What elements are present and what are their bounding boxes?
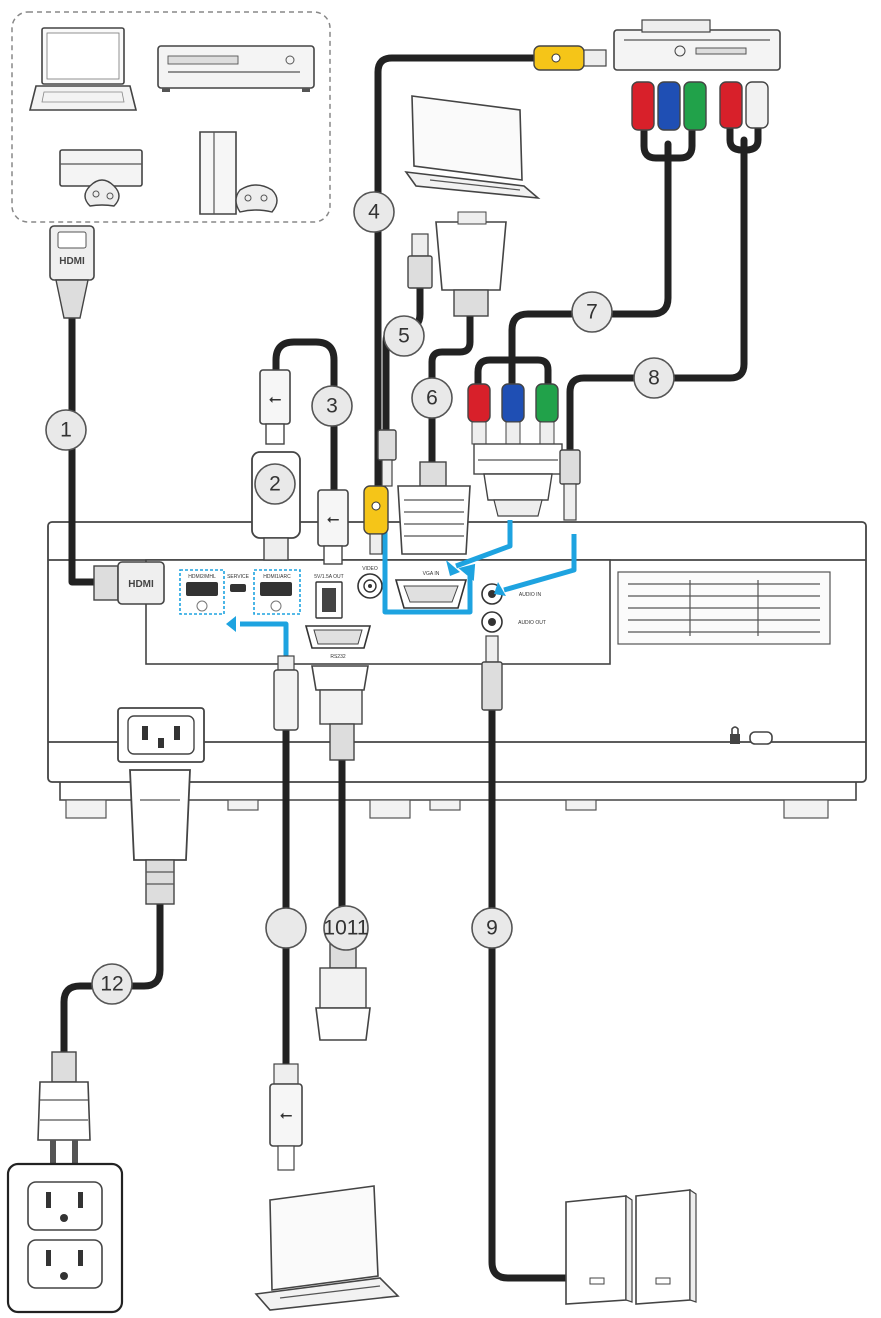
svg-text:4: 4 bbox=[368, 201, 380, 224]
hdmi-plug-front-text: HDMI bbox=[128, 579, 154, 590]
usb-connector: ⭠ bbox=[269, 1063, 303, 1171]
svg-text:2: 2 bbox=[269, 473, 281, 496]
svg-text:9: 9 bbox=[486, 917, 498, 940]
lock-icon bbox=[730, 726, 773, 745]
vga-in-port: VGA IN bbox=[394, 571, 468, 609]
audio-in-label: AUDIO IN bbox=[519, 592, 542, 598]
audio-out-label: AUDIO OUT bbox=[518, 620, 546, 626]
power-inlet bbox=[117, 707, 205, 763]
audio-jack-plug bbox=[377, 233, 433, 487]
power-outlet-icon bbox=[6, 1162, 124, 1314]
hdmi2-label: HDMI2/MHL bbox=[188, 574, 216, 580]
connection-arrows bbox=[226, 520, 577, 658]
hdmi1-label: HDMI1/ARC bbox=[263, 574, 291, 580]
dvd-player-icon bbox=[613, 19, 781, 71]
audio-in-port: AUDIO IN bbox=[481, 583, 542, 605]
composite-plug bbox=[533, 45, 607, 71]
game-console-icon bbox=[199, 131, 278, 215]
svg-text:6: 6 bbox=[426, 387, 438, 410]
hdmi-connector: HDMI bbox=[93, 561, 165, 605]
rs232-label: RS232 bbox=[330, 654, 346, 660]
svg-text:1011: 1011 bbox=[323, 917, 368, 940]
audio-jack-plug bbox=[559, 449, 581, 521]
badge-8: 8 bbox=[633, 357, 675, 399]
usb-connector: ⭠ bbox=[259, 369, 291, 445]
svg-text:5: 5 bbox=[398, 325, 410, 348]
projector-feet bbox=[65, 799, 829, 819]
audio-jack-plug bbox=[481, 635, 503, 711]
rs232-port: RS232 bbox=[304, 625, 372, 660]
usb-out-port: 5V/1.5A OUT bbox=[314, 574, 344, 619]
power-plug bbox=[129, 769, 191, 905]
connectors: HDMI HDMI ⭠ ⭠ bbox=[37, 19, 781, 1171]
vga-in-label: VGA IN bbox=[423, 571, 440, 577]
port-panel: HDMI2/MHL SERVICE HDMI1/ARC 5V/1.5A OUT … bbox=[117, 566, 546, 763]
audio-out-port: AUDIO OUT bbox=[481, 611, 546, 633]
usb-out-label: 5V/1.5A OUT bbox=[314, 574, 343, 580]
laptop-icon bbox=[404, 95, 541, 200]
badge-4: 4 bbox=[353, 191, 395, 233]
laptop-icon bbox=[254, 1185, 400, 1311]
video-port: VIDEO bbox=[357, 566, 383, 599]
component-rca-plugs bbox=[631, 81, 769, 131]
service-port: SERVICE bbox=[227, 574, 250, 592]
badge-blank bbox=[265, 907, 307, 949]
hdmi-connector: HDMI bbox=[49, 225, 95, 319]
badge-6: 6 bbox=[411, 377, 453, 419]
badge-3: 3 bbox=[311, 385, 353, 427]
laptop-icon bbox=[28, 27, 138, 111]
badge-12: 12 bbox=[91, 963, 133, 1005]
rs232-connector bbox=[315, 931, 371, 1041]
svg-text:7: 7 bbox=[586, 301, 598, 324]
vent-grille bbox=[617, 571, 831, 645]
hdmi1-port: HDMI1/ARC bbox=[253, 569, 301, 615]
badge-10-11: 1011 bbox=[323, 905, 369, 951]
hdmi2-port: HDMI2/MHL bbox=[179, 569, 225, 615]
svg-text:1: 1 bbox=[60, 419, 72, 442]
number-badges: 1 2 3 4 5 6 7 8 bbox=[45, 191, 675, 1005]
vga-connector bbox=[435, 211, 507, 317]
video-label: VIDEO bbox=[362, 566, 378, 572]
composite-plug bbox=[363, 485, 389, 555]
power-plug bbox=[37, 1051, 91, 1166]
dvd-player-icon bbox=[157, 45, 315, 92]
speaker-icon bbox=[565, 1188, 697, 1305]
badge-7: 7 bbox=[571, 291, 613, 333]
usb-symbol-icon: ⭠ bbox=[269, 389, 282, 408]
usb-connector bbox=[273, 655, 299, 731]
svg-text:12: 12 bbox=[100, 973, 123, 996]
usb-symbol-icon: ⭠ bbox=[327, 509, 340, 528]
usb-symbol-icon: ⭠ bbox=[280, 1105, 293, 1124]
component-rca-plugs bbox=[467, 383, 563, 517]
hdmi-plug-text: HDMI bbox=[59, 256, 85, 267]
usb-connector: ⭠ bbox=[317, 489, 349, 565]
badge-2: 2 bbox=[254, 463, 296, 505]
service-label: SERVICE bbox=[227, 574, 250, 580]
source-devices-group bbox=[11, 11, 331, 223]
badge-5: 5 bbox=[383, 315, 425, 357]
badge-9: 9 bbox=[471, 907, 513, 949]
rs232-connector bbox=[311, 665, 369, 761]
vga-connector bbox=[397, 461, 471, 555]
badge-1: 1 bbox=[45, 409, 87, 451]
svg-text:8: 8 bbox=[648, 367, 660, 390]
svg-text:3: 3 bbox=[326, 395, 338, 418]
game-console-icon bbox=[59, 149, 143, 207]
